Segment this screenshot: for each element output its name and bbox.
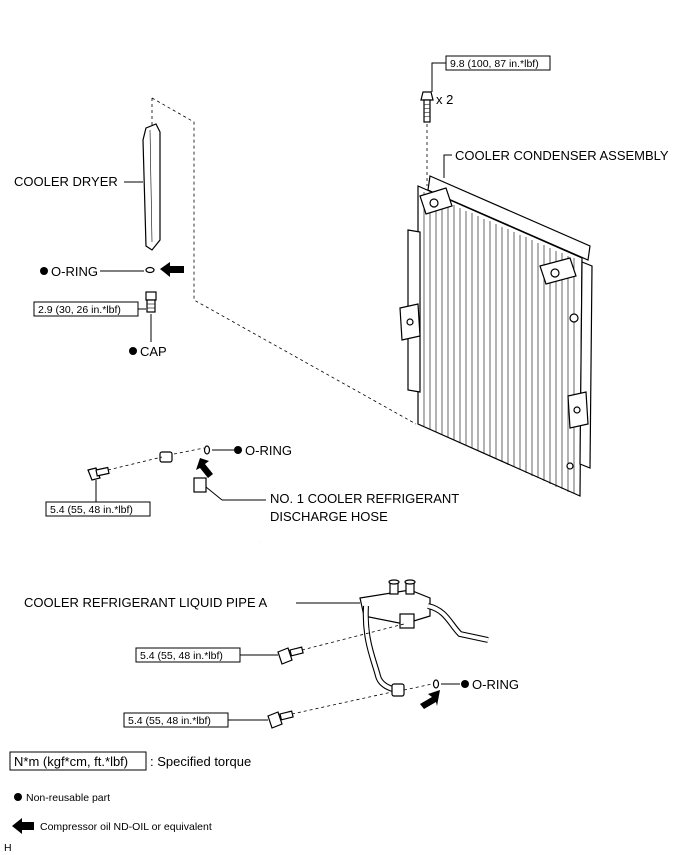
svg-text:NO. 1 COOLER REFRIGERANT: NO. 1 COOLER REFRIGERANT [270, 491, 459, 506]
svg-text:O-RING: O-RING [245, 443, 292, 458]
condenser-bolt [420, 91, 434, 123]
torque-value-condenser-bolt: 9.8 (100, 87 in.*lbf) [450, 58, 539, 70]
oil-arrow-icon [12, 818, 34, 834]
legend-nonreusable: Non-reusable part [26, 792, 110, 804]
discharge-hose-bolt [87, 466, 110, 481]
svg-text:COOLER DRYER: COOLER DRYER [14, 174, 118, 189]
oil-arrow-icon [160, 262, 184, 277]
svg-text:5.4 (55, 48 in.*lbf): 5.4 (55, 48 in.*lbf) [140, 650, 223, 662]
svg-text:O-RING: O-RING [51, 264, 98, 279]
svg-text:DISCHARGE HOSE: DISCHARGE HOSE [270, 509, 388, 524]
torque-callout-pipe-2: 5.4 (55, 48 in.*lbf) [123, 712, 268, 728]
torque-callout-pipe-1: 5.4 (55, 48 in.*lbf) [135, 647, 278, 663]
condenser-assembly [399, 175, 593, 497]
svg-text:O-RING: O-RING [472, 677, 519, 692]
svg-text:COOLER CONDENSER ASSEMBLY: COOLER CONDENSER ASSEMBLY [455, 148, 669, 163]
svg-text:CAP: CAP [140, 344, 167, 359]
nonreusable-mark-icon [14, 793, 22, 801]
label-dryer: COOLER DRYER [14, 174, 143, 189]
discharge-hose-o-ring [203, 445, 211, 455]
dryer-cap [145, 291, 157, 313]
legend-torque-box [9, 751, 147, 771]
legend-torque-unit: N*m (kgf*cm, ft.*lbf) [14, 754, 128, 769]
nonreusable-mark-icon [461, 680, 469, 688]
torque-callout-condenser-bolt: 9.8 (100, 87 in.*lbf) x 2 [431, 55, 551, 107]
legend: N*m (kgf*cm, ft.*lbf) : Specified torque… [9, 751, 251, 834]
torque-callout-cap: 2.9 (30, 26 in.*lbf) [33, 301, 146, 317]
condenser-bracket-top-right [539, 257, 577, 285]
svg-text:2.9 (30, 26 in.*lbf): 2.9 (30, 26 in.*lbf) [38, 304, 121, 316]
label-hose-o-ring: O-RING [212, 443, 292, 458]
nonreusable-mark-icon [129, 347, 137, 355]
quantity-label: x 2 [436, 92, 453, 107]
liquid-pipe-bolt-2 [267, 710, 294, 729]
nonreusable-mark-icon [234, 446, 242, 454]
corner-letter: H [4, 842, 12, 854]
label-pipe-o-ring: O-RING [441, 677, 519, 692]
liquid-pipe-o-ring [432, 679, 440, 689]
condenser-bracket-top-left [419, 187, 453, 215]
torque-callout-hose: 5.4 (55, 48 in.*lbf) [45, 480, 151, 517]
oil-arrow-icon [420, 690, 440, 709]
label-dryer-o-ring: O-RING [40, 264, 144, 279]
svg-text:COOLER REFRIGERANT LIQUID PIPE: COOLER REFRIGERANT LIQUID PIPE A [24, 595, 268, 610]
condenser-bracket-right [567, 391, 589, 429]
liquid-pipe-a [359, 579, 489, 697]
liquid-pipe-bolt-1 [277, 646, 304, 665]
discharge-hose [159, 449, 261, 548]
condenser-bracket-left [399, 303, 421, 341]
legend-torque-desc: : Specified torque [150, 754, 251, 769]
cooler-dryer [142, 123, 161, 251]
svg-text:5.4 (55, 48 in.*lbf): 5.4 (55, 48 in.*lbf) [128, 715, 211, 727]
nonreusable-mark-icon [40, 267, 48, 275]
oil-arrow-icon [196, 458, 213, 478]
label-condenser: COOLER CONDENSER ASSEMBLY [443, 148, 669, 178]
label-liquid-pipe: COOLER REFRIGERANT LIQUID PIPE A [24, 595, 360, 610]
label-cap: CAP [129, 314, 167, 359]
svg-text:5.4 (55, 48 in.*lbf): 5.4 (55, 48 in.*lbf) [50, 504, 133, 516]
dryer-o-ring [145, 266, 155, 274]
label-discharge-hose: NO. 1 COOLER REFRIGERANT DISCHARGE HOSE [205, 486, 459, 524]
legend-oil: Compressor oil ND-OIL or equivalent [40, 821, 212, 833]
